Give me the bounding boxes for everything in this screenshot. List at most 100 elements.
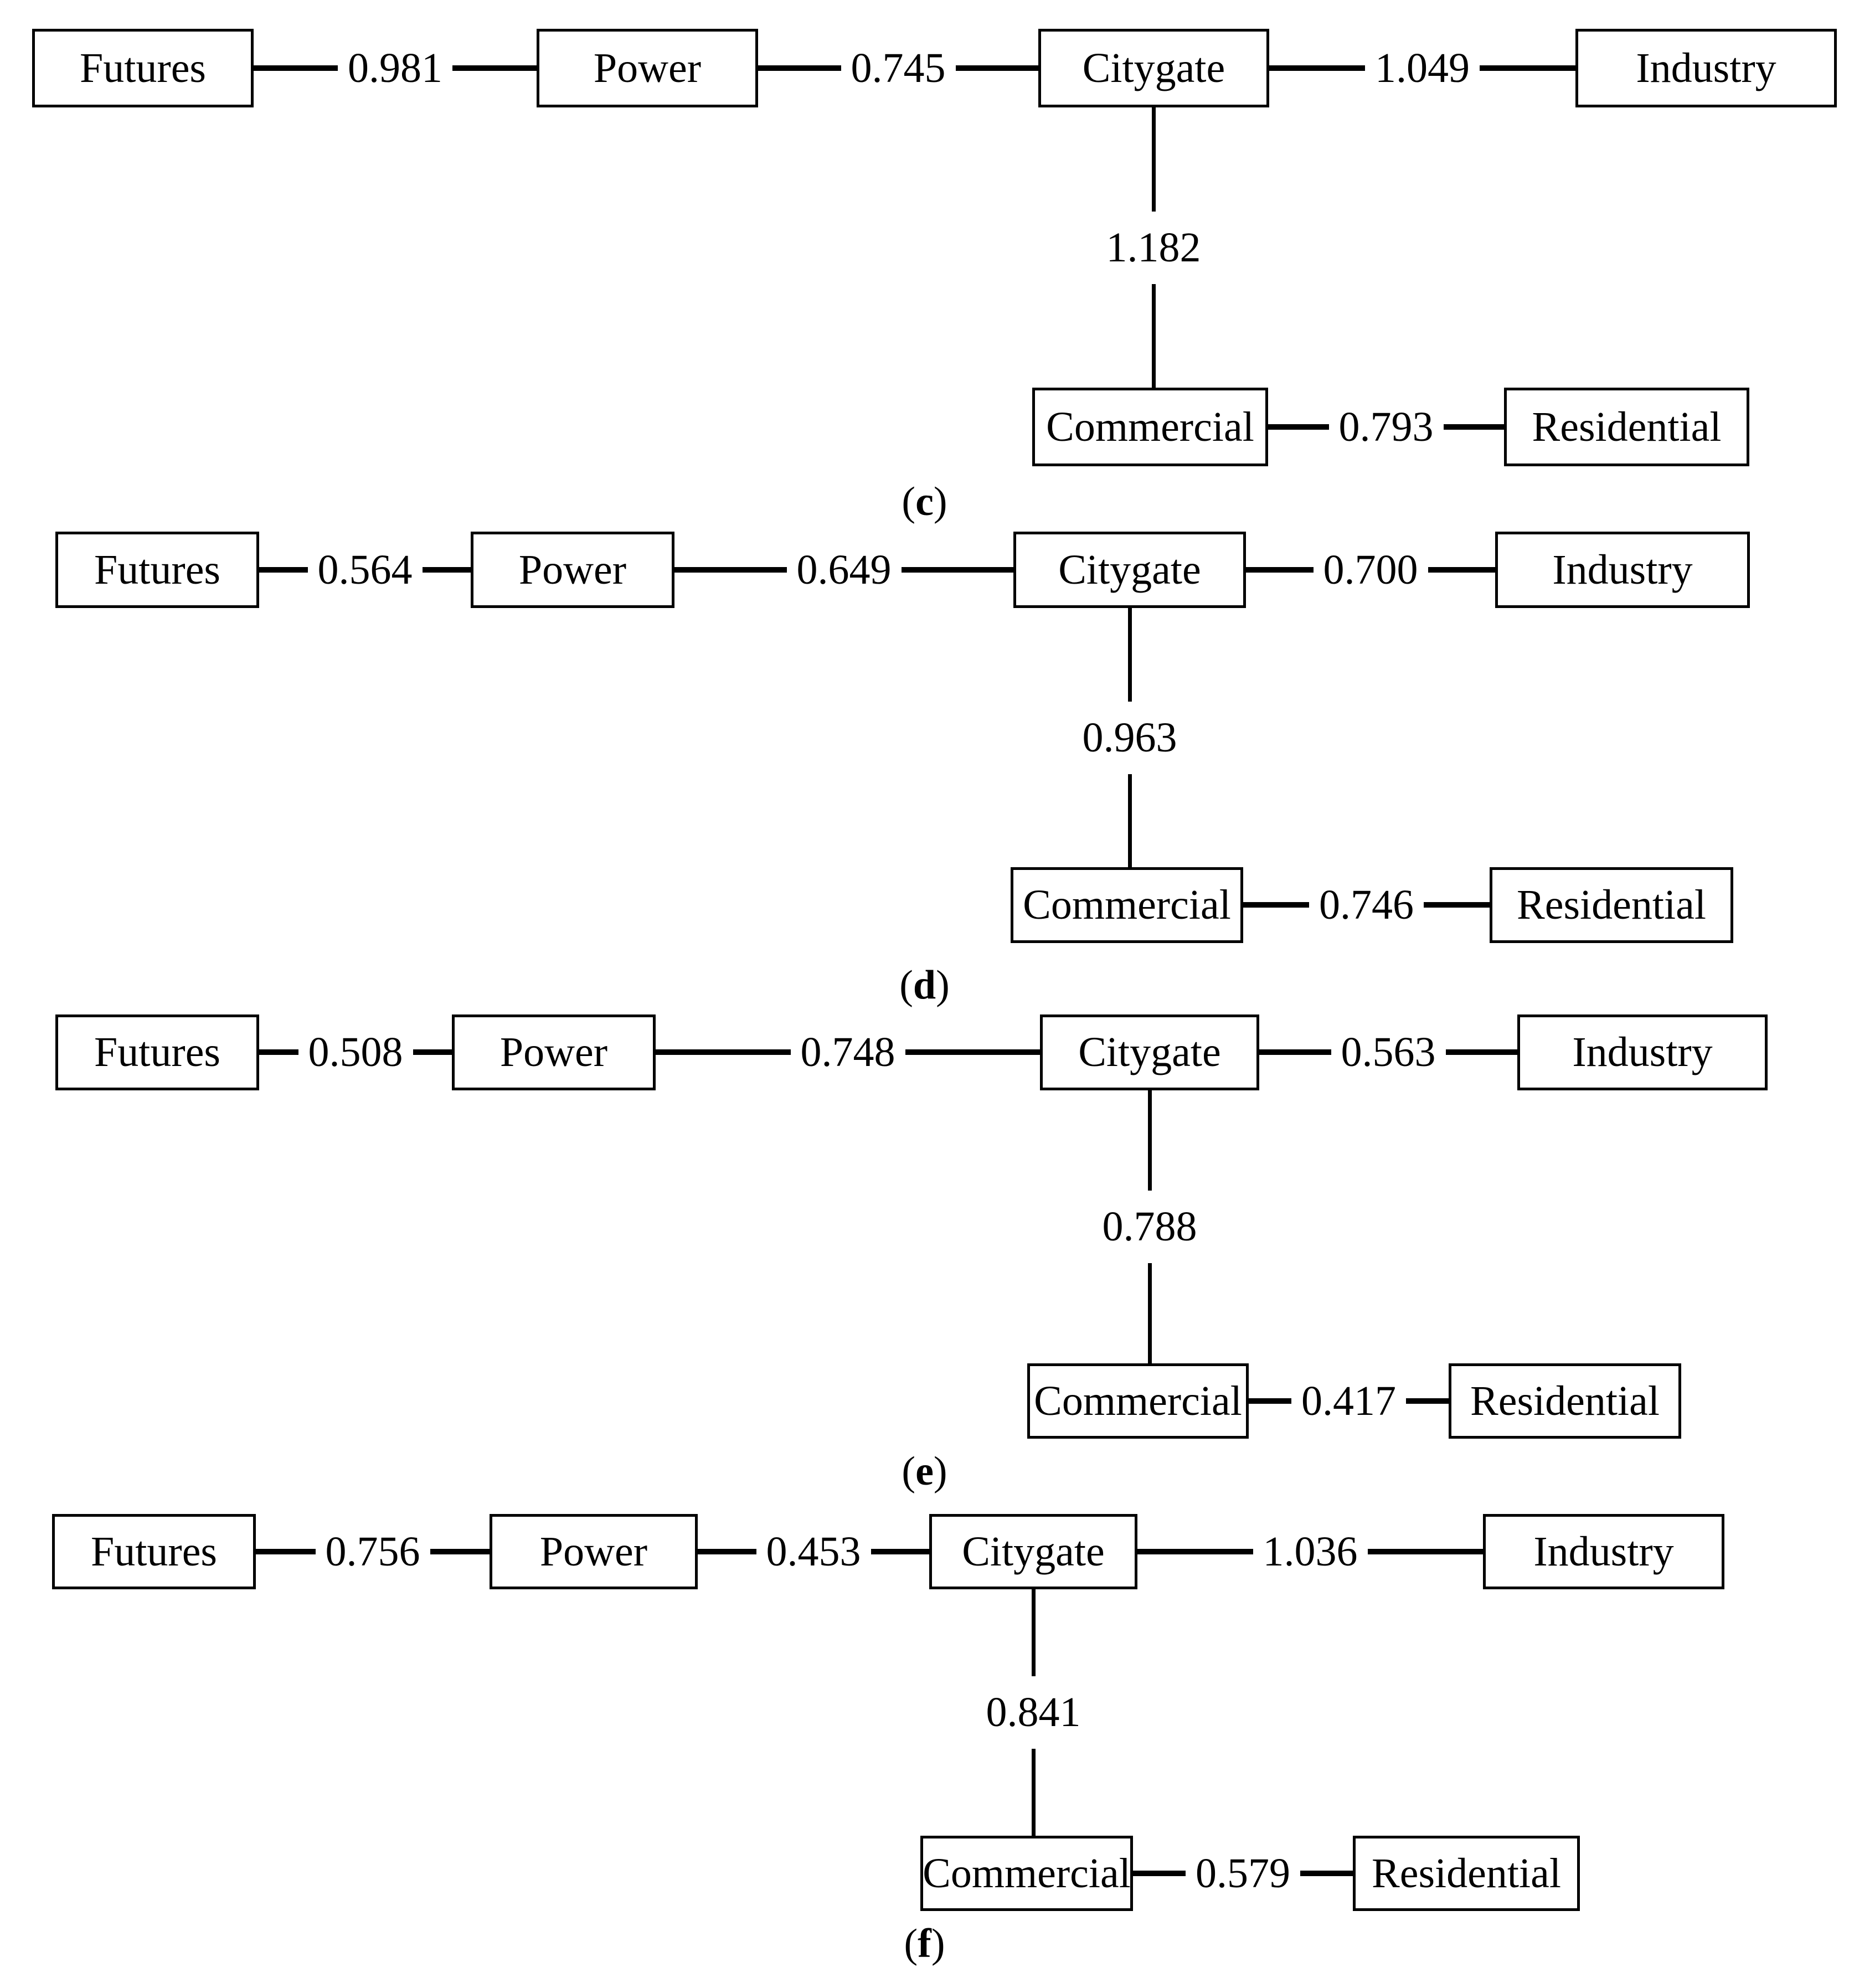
node-label: Futures <box>94 1029 220 1075</box>
edge-commercial-residential: 0.417 <box>1249 1368 1449 1434</box>
caption-letter: c <box>915 479 934 524</box>
edge-weight-label: 1.036 <box>1253 1527 1368 1576</box>
node-futures: Futures <box>32 29 254 107</box>
node-label: Citygate <box>1058 546 1201 593</box>
node-label: Citygate <box>1082 44 1225 91</box>
node-residential: Residential <box>1353 1836 1580 1911</box>
edge-citygate-industry: 0.563 <box>1259 1019 1517 1085</box>
node-label: Residential <box>1517 882 1706 928</box>
edge-citygate-commercial: 1.182 <box>1070 107 1237 388</box>
edge-futures-power: 0.564 <box>259 537 471 603</box>
edge-weight-label: 0.700 <box>1313 545 1428 594</box>
edge-citygate-industry: 1.036 <box>1137 1518 1483 1585</box>
edge-citygate-industry: 1.049 <box>1269 35 1575 101</box>
node-citygate: Citygate <box>1040 1014 1259 1090</box>
edge-weight-label: 0.748 <box>790 1028 905 1077</box>
caption-paren-open: ( <box>899 962 913 1008</box>
subfigure-caption-e: (e) <box>0 1448 1849 1495</box>
node-futures: Futures <box>52 1514 256 1589</box>
edge-futures-power: 0.981 <box>254 35 537 101</box>
node-residential: Residential <box>1490 867 1733 943</box>
caption-paren-close: ) <box>936 962 950 1008</box>
node-citygate: Citygate <box>1013 532 1246 608</box>
node-label: Power <box>518 546 627 593</box>
node-label: Industry <box>1552 546 1693 593</box>
edge-citygate-commercial: 0.963 <box>1047 608 1213 867</box>
edge-commercial-residential: 0.793 <box>1268 394 1504 460</box>
edge-weight-label: 0.756 <box>315 1527 430 1576</box>
node-residential: Residential <box>1449 1363 1681 1439</box>
node-label: Power <box>593 44 702 91</box>
edge-weight-label: 0.579 <box>1186 1849 1300 1898</box>
edge-power-citygate: 0.453 <box>698 1518 929 1585</box>
edge-weight-label: 0.745 <box>841 44 956 92</box>
caption-letter: e <box>915 1449 934 1494</box>
node-label: Power <box>539 1528 648 1575</box>
caption-paren-open: ( <box>902 1449 916 1494</box>
edge-weight-label: 0.746 <box>1309 880 1424 929</box>
node-citygate: Citygate <box>929 1514 1137 1589</box>
node-label: Citygate <box>962 1528 1105 1575</box>
caption-letter: d <box>913 962 936 1008</box>
node-industry: Industry <box>1575 29 1837 107</box>
node-power: Power <box>537 29 758 107</box>
node-label: Commercial <box>923 1850 1131 1897</box>
edge-weight-label: 0.981 <box>338 44 452 92</box>
edge-weight-label: 0.453 <box>756 1527 871 1576</box>
edge-citygate-commercial: 0.788 <box>1067 1090 1233 1363</box>
node-label: Citygate <box>1078 1029 1221 1075</box>
edge-commercial-residential: 0.746 <box>1243 872 1490 938</box>
node-label: Futures <box>80 44 206 91</box>
subfigure-caption-d: (d) <box>0 962 1849 1009</box>
caption-paren-close: ) <box>931 1921 945 1966</box>
node-label: Futures <box>91 1528 217 1575</box>
node-label: Commercial <box>1046 403 1254 450</box>
edge-weight-label: 0.563 <box>1331 1028 1446 1077</box>
caption-paren-close: ) <box>933 1449 947 1494</box>
caption-paren-close: ) <box>933 479 947 524</box>
node-futures: Futures <box>55 532 259 608</box>
edge-commercial-residential: 0.579 <box>1133 1840 1353 1907</box>
caption-letter: f <box>918 1921 931 1966</box>
node-label: Commercial <box>1023 882 1231 928</box>
node-commercial: Commercial <box>1011 867 1243 943</box>
node-label: Residential <box>1372 1850 1561 1897</box>
edge-weight-label: 0.963 <box>1079 701 1181 774</box>
caption-paren-open: ( <box>904 1921 918 1966</box>
node-power: Power <box>490 1514 698 1589</box>
edge-weight-label: 0.508 <box>298 1028 413 1077</box>
edge-weight-label: 0.564 <box>307 545 423 594</box>
node-citygate: Citygate <box>1038 29 1269 107</box>
node-futures: Futures <box>55 1014 259 1090</box>
edge-futures-power: 0.508 <box>259 1019 452 1085</box>
edge-weight-label: 0.841 <box>982 1676 1084 1749</box>
node-label: Commercial <box>1034 1377 1242 1424</box>
edge-power-citygate: 0.745 <box>758 35 1038 101</box>
node-commercial: Commercial <box>920 1836 1133 1911</box>
edge-weight-label: 1.182 <box>1103 211 1204 284</box>
node-label: Industry <box>1572 1029 1713 1075</box>
subfigure-caption-f: (f) <box>0 1920 1849 1968</box>
edge-weight-label: 0.793 <box>1328 403 1444 451</box>
caption-paren-open: ( <box>902 479 916 524</box>
edge-weight-label: 0.649 <box>786 545 902 594</box>
node-residential: Residential <box>1504 388 1749 466</box>
edge-futures-power: 0.756 <box>256 1518 490 1585</box>
edge-weight-label: 1.049 <box>1365 44 1480 92</box>
node-label: Futures <box>94 546 220 593</box>
node-label: Residential <box>1532 403 1722 450</box>
subfigure-caption-c: (c) <box>0 478 1849 526</box>
node-commercial: Commercial <box>1032 388 1268 466</box>
node-label: Power <box>499 1029 608 1075</box>
node-industry: Industry <box>1517 1014 1768 1090</box>
node-power: Power <box>452 1014 656 1090</box>
node-industry: Industry <box>1495 532 1750 608</box>
node-label: Industry <box>1533 1528 1674 1575</box>
edge-citygate-commercial: 0.841 <box>950 1589 1116 1836</box>
edge-weight-label: 0.788 <box>1099 1191 1201 1263</box>
edge-weight-label: 0.417 <box>1291 1377 1406 1425</box>
node-industry: Industry <box>1483 1514 1724 1589</box>
edge-citygate-industry: 0.700 <box>1246 537 1495 603</box>
edge-power-citygate: 0.649 <box>674 537 1013 603</box>
